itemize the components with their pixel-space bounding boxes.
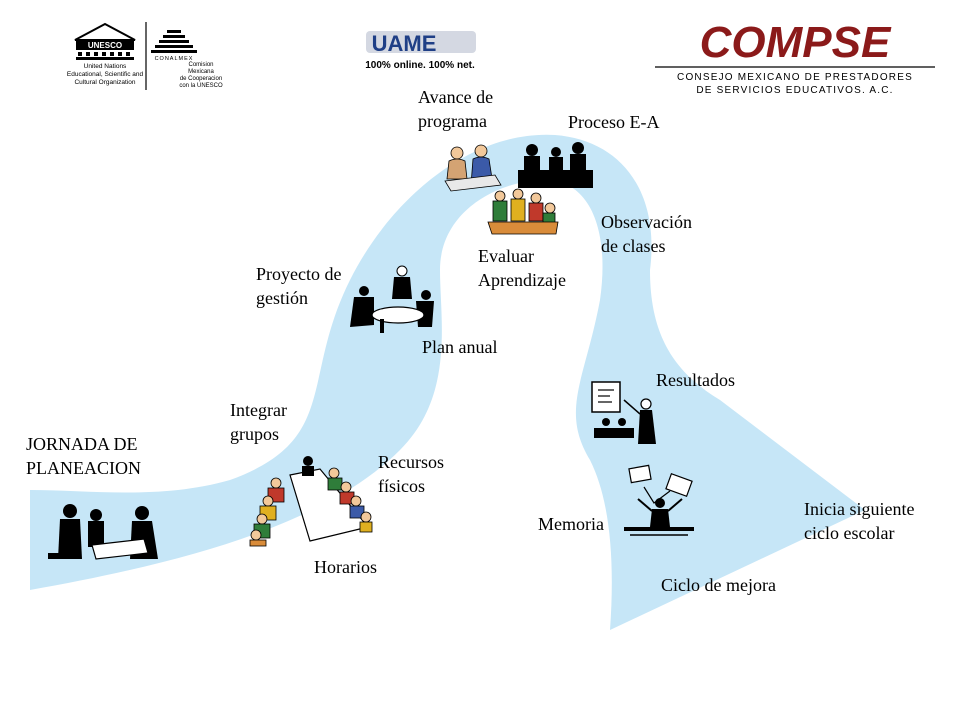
- label-proceso-ea: Proceso E-A: [568, 112, 660, 132]
- label-resultados: Resultados: [656, 370, 735, 390]
- label-proyecto-gestion: Proyecto de gestión: [256, 264, 342, 308]
- unesco-line-2: Educational, Scientific and: [67, 71, 144, 78]
- conference-table-icon: [249, 456, 373, 547]
- conalmex-logo: CONALMEX Comision Mexicana de Cooperacio…: [151, 30, 223, 89]
- label-ciclo-mejora: Ciclo de mejora: [661, 575, 776, 595]
- compse-line-1: CONSEJO MEXICANO DE PRESTADORES: [677, 72, 913, 83]
- unesco-wordmark: UNESCO: [88, 41, 122, 50]
- group-at-table-icon: [487, 188, 559, 235]
- unesco-line-3: Cultural Organization: [74, 79, 135, 86]
- meeting-silhouette-icon: [518, 142, 593, 188]
- label-observacion-clases: Observación de clases: [601, 212, 692, 256]
- label-recursos-fisicos: Recursos físicos: [378, 452, 444, 496]
- uame-logo: UAME 100% online. 100% net.: [365, 31, 476, 71]
- compse-line-2: DE SERVICIOS EDUCATIVOS. A.C.: [696, 85, 893, 96]
- conalmex-line-3: de Cooperacion: [180, 76, 222, 82]
- conalmex-line-4: con la UNESCO: [179, 83, 223, 89]
- label-horarios: Horarios: [314, 557, 377, 577]
- label-integrar-grupos: Integrar grupos: [230, 400, 287, 444]
- compse-logo: COMPSE CONSEJO MEXICANO DE PRESTADORES D…: [655, 18, 935, 96]
- label-evaluar-aprendizaje: Evaluar Aprendizaje: [478, 246, 566, 290]
- unesco-line-1: United Nations: [84, 63, 127, 70]
- label-avance-programa: Avance de programa: [418, 87, 494, 131]
- uame-tagline: 100% online. 100% net.: [365, 60, 475, 71]
- conalmex-line-1: Comision: [188, 62, 213, 68]
- conalmex-line-2: Mexicana: [188, 69, 214, 75]
- people-at-desk-icon: [444, 144, 502, 192]
- uame-wordmark: UAME: [372, 31, 437, 56]
- compse-wordmark: COMPSE: [700, 18, 892, 67]
- conalmex-wordmark: CONALMEX: [155, 56, 194, 62]
- presentation-board-icon: [591, 381, 656, 444]
- unesco-logo: UNESCO United Nations Educational, Scien…: [67, 22, 147, 90]
- label-inicia-siguiente-ciclo: Inicia siguiente ciclo escolar: [804, 499, 915, 543]
- label-memoria: Memoria: [538, 514, 604, 534]
- planning-meeting-silhouette-icon: [48, 504, 158, 560]
- label-jornada-planeacion: JORNADA DE PLANEACION: [26, 434, 141, 478]
- label-plan-anual: Plan anual: [422, 337, 498, 357]
- juggling-charts-icon: [624, 464, 694, 536]
- presenter-group-icon: [350, 265, 434, 333]
